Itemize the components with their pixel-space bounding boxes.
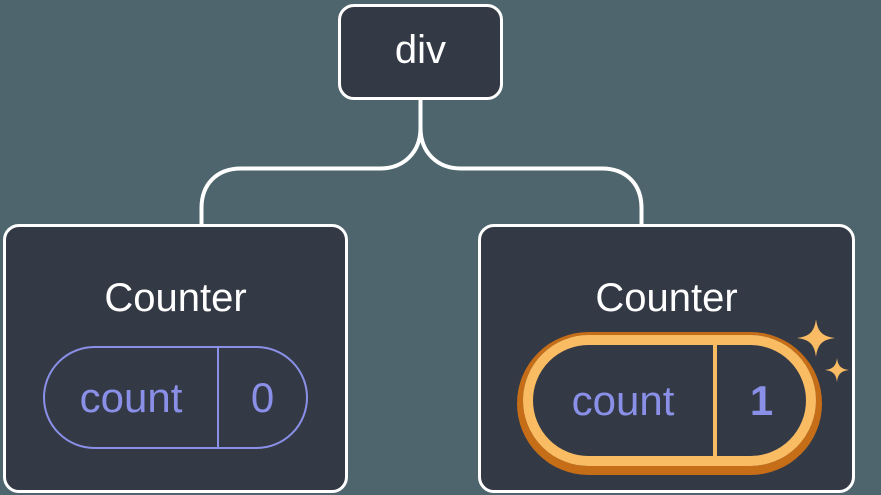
state-pill-count-1-highlighted: count 1	[523, 335, 816, 466]
root-node-label: div	[394, 28, 447, 72]
counter-node-right: Counter count 1	[478, 224, 855, 493]
state-key-label: count	[79, 373, 183, 421]
connector-branch-right	[418, 97, 644, 229]
state-pill-count-0: count 0	[43, 346, 308, 449]
connector-branch-left	[199, 97, 423, 229]
root-node-div: div	[338, 4, 503, 100]
counter-title: Counter	[595, 276, 738, 320]
sparkle-icon	[825, 358, 849, 382]
counter-title: Counter	[104, 276, 247, 320]
sparkle-icon	[797, 319, 835, 357]
state-value: 1	[713, 345, 806, 456]
counter-node-left: Counter count 0	[3, 224, 348, 493]
state-key-label: count	[571, 376, 675, 424]
state-value: 0	[217, 348, 306, 447]
